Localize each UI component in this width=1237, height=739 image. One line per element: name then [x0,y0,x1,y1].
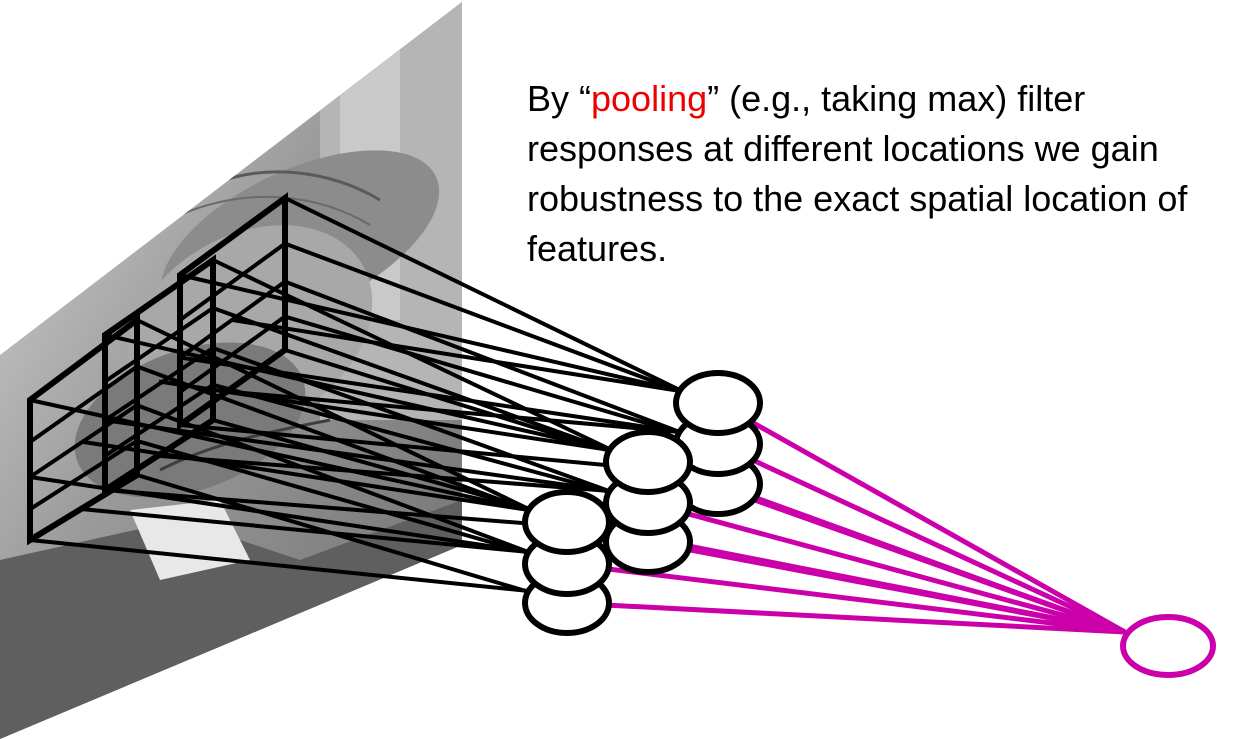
filter-window-row-line [103,306,215,384]
filter-connection-line [83,440,530,512]
filter-connection-line [212,382,621,497]
caption: By “pooling” (e.g., taking max) filter r… [527,74,1207,274]
filter-window-row-line [28,364,139,444]
filter-connection-line [29,538,530,593]
pooling-connection-line [716,400,1127,635]
filter-response-unit [673,370,763,436]
filter-window-row-line [28,439,139,511]
filter-connection-line [83,507,530,554]
filter-connection-line [232,390,681,434]
pooling-connection-line [566,561,1126,635]
caption-highlight: pooling [591,78,708,119]
filter-connection-line [179,423,681,474]
filter-connection-line [29,398,530,512]
filter-window-row-line [103,383,215,458]
filter-connection-line [232,318,681,393]
filter-connection-line [104,333,611,452]
pooling-unit [1120,614,1216,678]
filter-response-unit [522,489,612,555]
filter-response-units [522,370,763,636]
filter-connection-line [179,273,681,393]
caption-after: ” (e.g., taking max) filter responses at… [527,78,1188,269]
filter-connection-line [158,453,611,493]
filter-connection-line [136,403,540,558]
filter-connection-line [284,241,691,397]
caption-before: By “ [527,78,592,119]
filter-connection-line [104,418,611,493]
filter-response-unit [603,429,693,495]
filter-connection-line [284,196,691,397]
filter-connection-line [136,473,540,597]
pooling-connection-line [647,539,1126,635]
pooling-connection-line [716,441,1127,635]
filter-connection-line [212,306,621,456]
pooling-connection-line [647,500,1126,635]
pooling-connection-line [717,481,1126,635]
filter-window-row-line [28,403,139,479]
filter-connection-line [284,279,691,438]
pooling-connection-line [566,600,1126,635]
filter-connection-line [284,314,691,438]
filter-window-row-line [178,241,287,322]
